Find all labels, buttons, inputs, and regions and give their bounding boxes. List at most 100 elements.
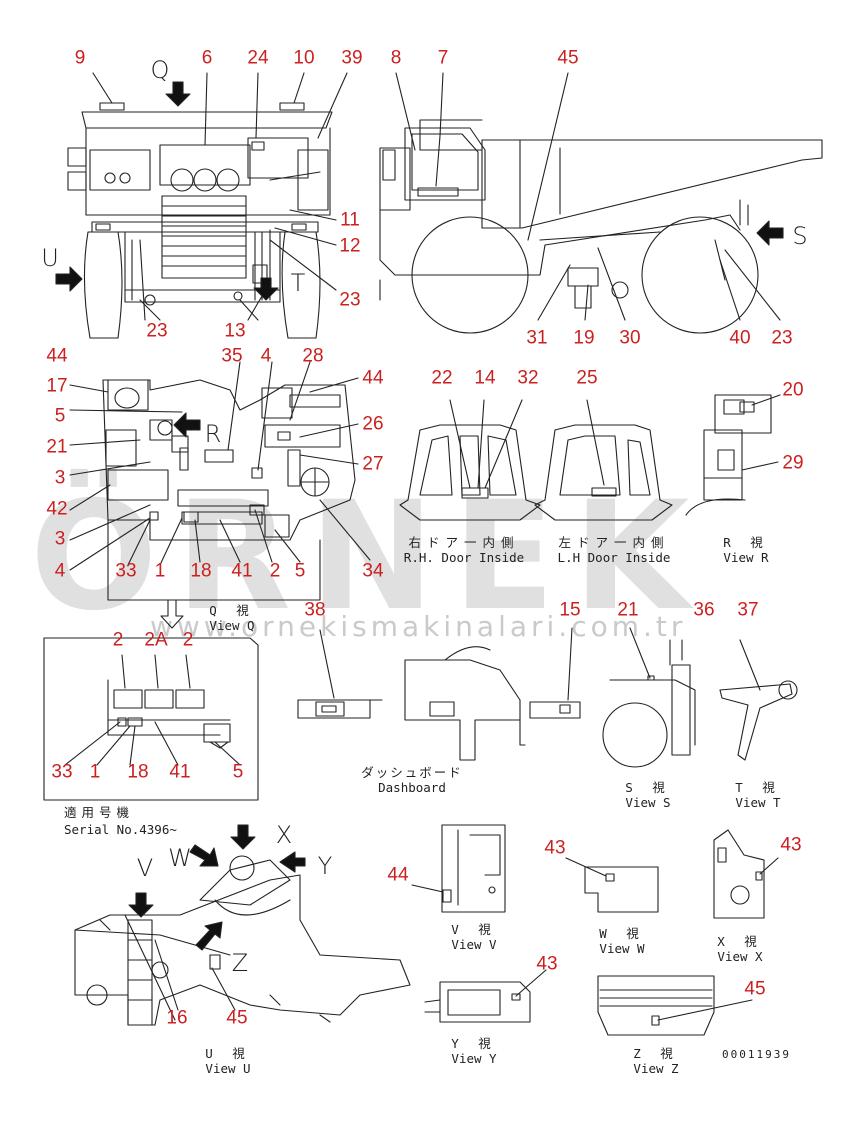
callout-25: 25 [576,367,598,389]
letter-r: R [204,420,222,448]
caption-rh-door-en: R.H. Door Inside [403,550,525,565]
view-s-drawing [602,627,696,768]
callout-21-s: 21 [617,599,639,621]
caption-view-u-en: View U [205,1061,251,1076]
truck-front-view [55,72,348,339]
callout-2-enlarged-left: 2 [112,629,124,651]
callout-31: 31 [526,327,548,349]
callout-28: 28 [302,345,324,367]
caption-dashboard: ダッシュボード Dashboard [361,765,463,795]
serial-note: 適用号機 Serial No.4396~ [64,804,177,838]
callout-43-x: 43 [780,834,802,856]
serial-note-jp: 適用号機 [64,805,135,820]
callout-4-q-lower: 4 [54,560,66,582]
callout-40: 40 [729,327,751,349]
caption-rh-door: 右ドア一内側 R.H. Door Inside [404,535,524,565]
callout-44-v: 44 [387,864,409,886]
view-x-drawing [713,829,779,919]
view-q-drawing [69,361,371,629]
letter-z: Z [231,949,249,977]
callout-3-q-lower: 3 [54,528,66,550]
caption-view-y-jp: Y 視 [451,1036,497,1051]
callout-23-front-right: 23 [339,289,361,311]
caption-dashboard-jp: ダッシュボード [361,765,463,780]
caption-view-t: T 視 View T [735,780,781,810]
callout-23-side: 23 [771,327,793,349]
callout-7: 7 [437,47,449,69]
letter-v: V [136,854,154,882]
callout-2A: 2A [144,629,168,651]
caption-view-t-en: View T [735,795,781,810]
enlarged-view-q [43,637,259,801]
caption-view-w: W 視 View W [599,926,645,956]
caption-lh-door: 左ドア一内側 L.H Door Inside [558,535,671,565]
callout-1-q: 1 [154,560,166,582]
callout-1-enlarged: 1 [89,761,101,783]
caption-view-x: X 視 View X [717,934,763,964]
truck-side-view [379,72,823,334]
caption-view-y-en: View Y [451,1051,497,1066]
caption-lh-door-jp: 左ドア一内側 [558,535,670,550]
caption-view-r-en: View R [723,550,769,565]
callout-35: 35 [221,345,243,367]
door-views [399,399,673,521]
callout-23-front-left: 23 [146,320,168,342]
callout-9: 9 [74,47,86,69]
caption-view-y: Y 視 View Y [451,1036,497,1066]
callout-13: 13 [224,320,246,342]
caption-view-w-jp: W 視 [599,926,645,941]
callout-27: 27 [362,453,384,475]
callout-45-top: 45 [557,47,579,69]
callout-5-q-left: 5 [54,405,66,427]
callout-45-u: 45 [226,1007,248,1029]
view-v-drawing [411,824,506,913]
view-y-drawing [424,969,547,1023]
caption-view-v-en: View V [451,937,497,952]
callout-22: 22 [431,367,453,389]
callout-4-q-top: 4 [260,345,272,367]
callout-15: 15 [559,599,581,621]
view-r-drawing [685,394,781,516]
letter-q: Q [150,56,170,84]
callout-20: 20 [782,379,804,401]
callout-33-enlarged: 33 [51,761,73,783]
letter-u: U [41,244,59,272]
drawing-number: 00011939 [722,1048,791,1061]
view-u-drawing [74,824,411,1026]
callout-38: 38 [304,599,326,621]
caption-view-t-jp: T 視 [735,780,781,795]
callout-5-enlarged: 5 [232,761,244,783]
caption-view-v-jp: V 視 [451,922,497,937]
view-t-drawing [719,639,798,761]
caption-view-z-jp: Z 視 [633,1046,679,1061]
view-w-drawing [565,857,659,913]
callout-30: 30 [619,327,641,349]
callout-14: 14 [474,367,496,389]
callout-24: 24 [247,47,269,69]
callout-43-y: 43 [536,953,558,975]
callout-36: 36 [693,599,715,621]
caption-view-u-jp: U 視 [205,1046,251,1061]
watermark-brand: ÖRNEK [30,470,708,644]
caption-rh-door-jp: 右ドア一内側 [408,535,520,550]
caption-view-w-en: View W [599,941,645,956]
caption-view-s-en: View S [625,795,671,810]
callout-3-q-upper: 3 [54,467,66,489]
callout-11: 11 [340,209,360,231]
callout-42: 42 [46,498,68,520]
callout-45-z: 45 [744,978,766,1000]
letter-x: X [275,821,293,849]
caption-dashboard-en: Dashboard [378,780,446,795]
callout-16: 16 [166,1007,188,1029]
letter-s: S [792,222,808,250]
dashboard-drawing [297,627,581,761]
view-z-drawing [597,975,753,1036]
callout-26: 26 [362,413,384,435]
callout-18-q: 18 [190,560,212,582]
caption-view-v: V 視 View V [451,922,497,952]
callout-32: 32 [517,367,539,389]
caption-view-r: R 視 View R [723,535,769,565]
callout-10: 10 [293,47,315,69]
callout-44-q: 44 [46,345,68,367]
